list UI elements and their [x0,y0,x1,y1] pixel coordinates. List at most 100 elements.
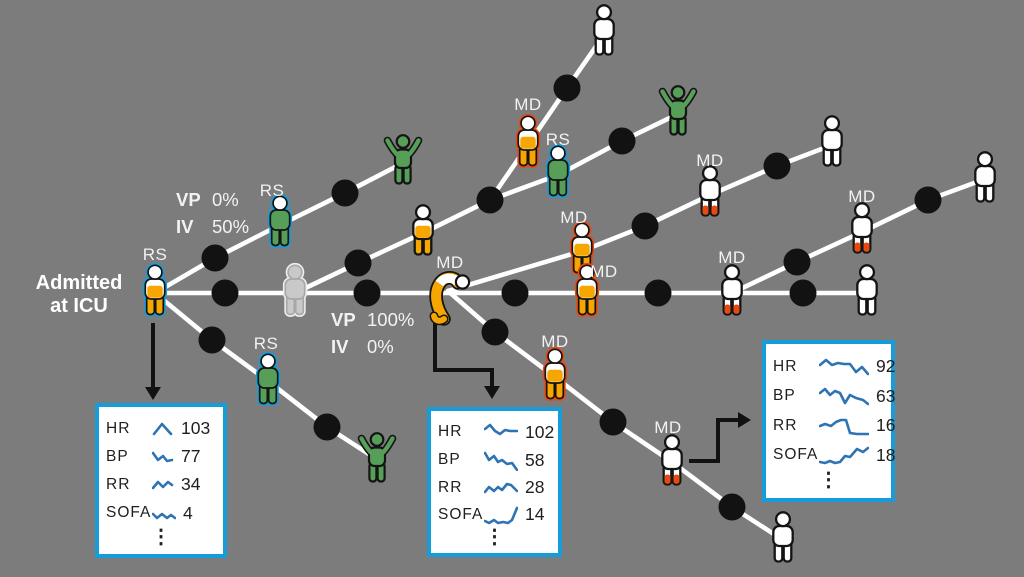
pointer-arrow [689,418,740,463]
ellipsis: ⋮ [818,468,839,491]
vitals-panel-mid: HR 102 BP 58 RR 28 SOFA 14 ⋮ [427,407,562,557]
person-half-orange-rs [142,262,168,317]
clinician-label-md: MD [436,253,464,272]
clinician-label-rs: RS [545,130,571,149]
person-white [821,115,843,167]
vital-value: 18 [876,444,896,465]
decision-node-dot [476,186,504,214]
vital-row: RR 16 [773,415,895,436]
person-white [974,151,996,203]
person-gray [282,262,308,317]
vital-value: 77 [181,446,201,467]
arrowhead-icon [484,386,500,399]
vital-row: RR 28 [438,477,551,498]
person-white [772,511,794,563]
clinician-label-rs: RS [259,181,285,200]
vital-value: 4 [183,502,193,523]
arrowhead-icon [738,412,751,428]
decision-node-dot [211,279,239,307]
vitals-panel-late: HR 92 BP 63 RR 16 SOFA 18 ⋮ [762,340,895,502]
vital-value: 28 [525,477,545,497]
person-green-rs [545,143,571,198]
person-half-orange-md [542,346,568,401]
clinician-label-rs: RS [142,245,168,264]
vital-label: BP [106,447,129,465]
person-cheer [357,432,397,483]
decision-node-dot [783,248,811,276]
decision-node-dot [353,279,381,307]
vital-value: 14 [525,504,545,524]
sparkline [152,451,174,463]
person-half-orange-md [515,113,541,168]
vital-value: 63 [876,385,896,406]
person-white-red-md [661,434,683,486]
pointer-arrow [433,317,494,387]
sparkline [484,423,518,436]
vital-label: SOFA [438,505,484,523]
person-white-red-md [699,165,721,217]
vital-row: SOFA 4 [106,503,216,524]
sparkline [484,482,518,493]
clinician-label-md: MD [696,151,724,170]
vital-row: SOFA 14 [438,504,551,525]
vital-label: HR [106,419,131,437]
clinician-label-md: MD [718,248,746,267]
sparkline [819,388,869,406]
ellipsis: ⋮ [484,526,505,548]
vital-label: BP [773,387,796,405]
vital-label: SOFA [106,504,152,522]
decision-node-dot [631,212,659,240]
vital-value: 58 [525,449,545,470]
sparkline [819,418,869,436]
vital-row: HR 103 [106,418,216,439]
sparkline [484,451,518,471]
vital-row: BP 58 [438,449,551,471]
vital-value: 102 [525,421,555,442]
clinician-label-md: MD [654,418,682,437]
vital-label: SOFA [773,446,819,464]
decision-node-dot [789,279,817,307]
person-half-orange-md [569,220,595,275]
vital-label: RR [438,478,463,496]
clinician-label-md: MD [848,187,876,206]
vital-row: HR 92 [773,356,895,377]
vital-row: RR 34 [106,474,216,495]
decision-node-dot [718,493,746,521]
decision-node-dot [914,186,942,214]
person-half-orange [412,204,434,256]
vital-label: BP [438,451,461,468]
clinician-label-md: MD [541,332,569,351]
sparkline [152,422,173,435]
clinician-label-md: MD [590,262,618,281]
title-line-2: at ICU [50,294,108,317]
person-green-rs [255,351,281,406]
person-green-rs [267,193,293,248]
decision-node-dot [501,279,529,307]
decision-node-dot [313,413,341,441]
vital-label: RR [106,475,131,493]
sparkline [819,358,869,375]
vital-label: HR [438,423,463,440]
decision-node-dot [198,326,226,354]
vitals-panel-admission: HR 103 BP 77 RR 34 SOFA 4 ⋮ [95,403,227,558]
vital-value: 103 [181,418,211,439]
clinician-label-md: MD [560,208,588,227]
vital-row: BP 63 [773,385,895,407]
decision-node-dot [201,244,229,272]
vital-label: RR [773,416,798,434]
decision-node-dot [599,408,627,436]
clinician-label-rs: RS [253,334,279,353]
person-half-orange-md [574,262,600,317]
person-white-red-md [721,264,743,316]
vital-value: 92 [876,356,896,377]
person-white [856,264,878,316]
person-white-red-md [851,202,873,254]
decision-node-dot [331,179,359,207]
